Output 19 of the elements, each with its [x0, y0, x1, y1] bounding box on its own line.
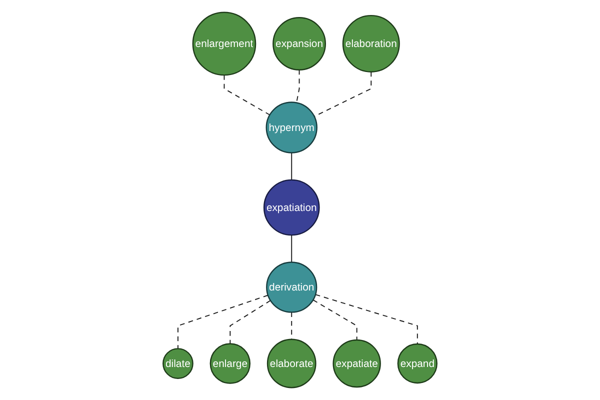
- connector: [291, 234, 292, 263]
- connector: [312, 299, 358, 340]
- node-circle: expatiation: [263, 179, 320, 236]
- connector: [230, 300, 271, 344]
- node-circle: enlarge: [210, 343, 250, 384]
- connector: [315, 294, 418, 345]
- node-circle: enlargement: [192, 12, 256, 76]
- node-circle: elaboration: [342, 14, 400, 72]
- connector: [177, 294, 268, 350]
- node-circle: derivation: [266, 262, 318, 313]
- connector: [296, 69, 300, 104]
- node-circle: dilate: [162, 348, 194, 379]
- connector: [224, 74, 270, 116]
- connector: [291, 152, 292, 180]
- node-circle: elaborate: [266, 338, 316, 388]
- node-circle: expatiate: [332, 339, 381, 388]
- node-circle: hypernym: [266, 102, 318, 154]
- node-circle: expansion: [272, 17, 326, 70]
- node-circle: expand: [397, 343, 438, 384]
